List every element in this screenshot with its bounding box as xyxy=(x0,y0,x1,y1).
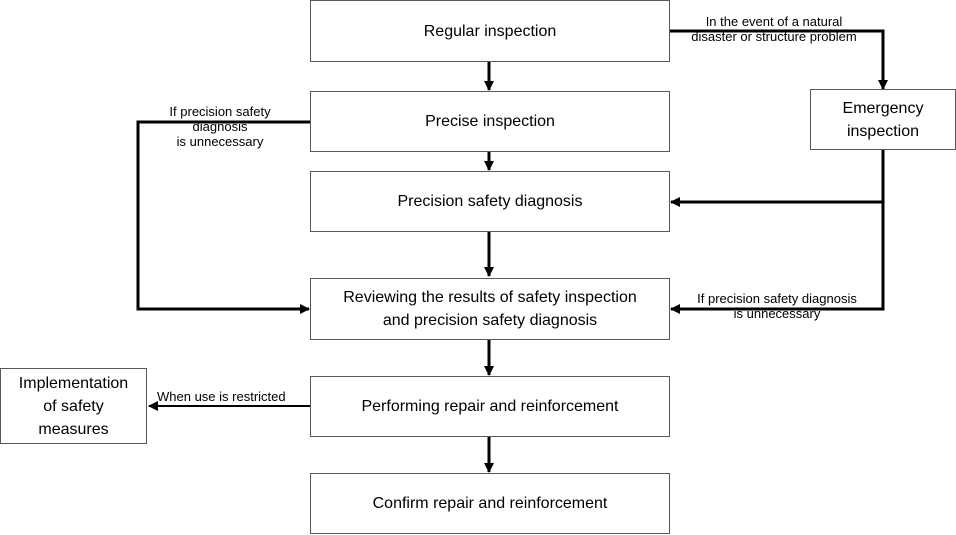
node-safety-measures: Implementation of safety measures xyxy=(0,368,147,444)
node-regular-inspection: Regular inspection xyxy=(310,0,670,62)
node-reviewing-results: Reviewing the results of safety inspecti… xyxy=(310,278,670,340)
label-right-unnecessary: If precision safety diagnosis is unneces… xyxy=(697,291,857,321)
label-use-restricted: When use is restricted xyxy=(157,389,286,404)
label-natural-disaster: In the event of a natural disaster or st… xyxy=(691,14,857,44)
node-confirm-repair: Confirm repair and reinforcement xyxy=(310,473,670,534)
node-emergency-inspection: Emergency inspection xyxy=(810,89,956,150)
arrow-emergency-to-diagnosis xyxy=(670,150,885,207)
node-precise-inspection: Precise inspection xyxy=(310,91,670,152)
node-repair-reinforcement: Performing repair and reinforcement xyxy=(310,376,670,437)
label-left-unnecessary: If precision safety diagnosis is unneces… xyxy=(169,104,271,149)
arrow-regular-to-emergency xyxy=(670,29,888,90)
arrow-emergency-to-reviewing xyxy=(670,202,885,314)
arrow-precise-to-reviewing xyxy=(136,120,311,314)
node-precision-safety-diagnosis: Precision safety diagnosis xyxy=(310,171,670,232)
